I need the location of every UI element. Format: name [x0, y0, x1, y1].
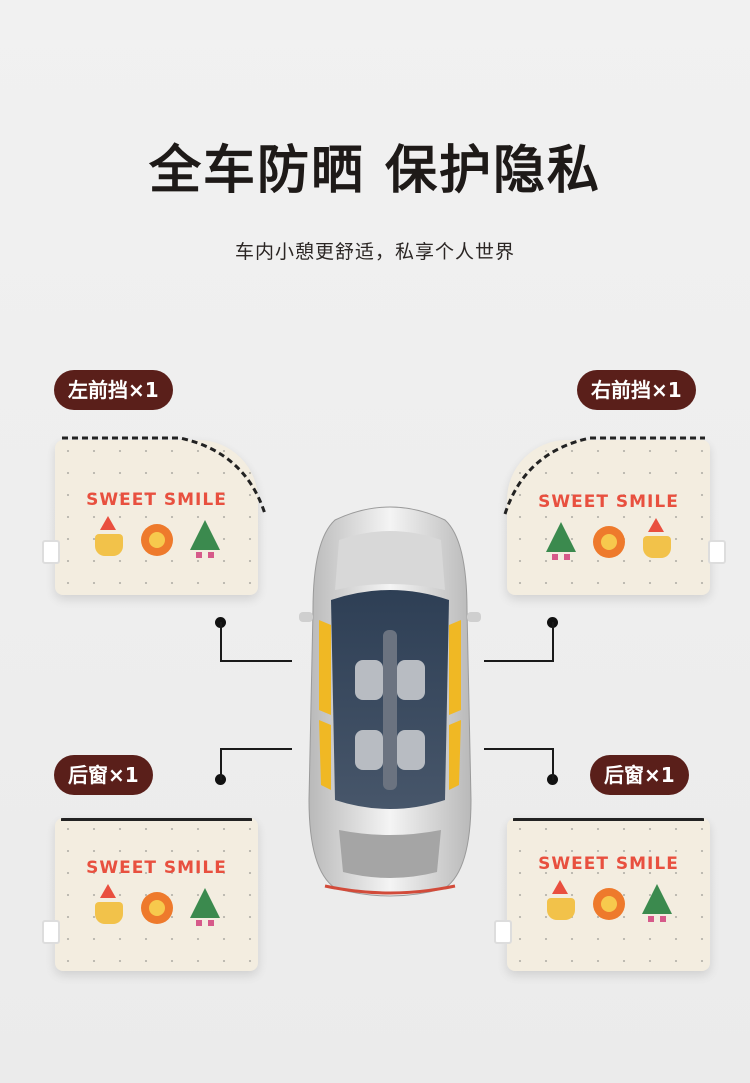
badge-front-right: 右前挡×1: [577, 370, 696, 410]
curtain-rail-front-right: [503, 436, 705, 515]
connector-line-rear-left: [220, 748, 292, 780]
cartoon-characters: [507, 518, 710, 560]
car-top-view-icon: [299, 506, 481, 897]
dot-pattern: [55, 440, 258, 595]
sweet-smile-print: SWEET SMILE: [55, 490, 258, 510]
sunshade-rear-right: SWEET SMILE: [507, 818, 710, 971]
suction-clip-icon: [494, 920, 512, 944]
sunshade-rear-left: SWEET SMILE: [55, 818, 258, 971]
lion-character-icon: [592, 526, 626, 558]
badge-rear-right: 后窗×1: [590, 755, 689, 795]
sweet-smile-print: SWEET SMILE: [507, 854, 710, 874]
lion-character-icon: [592, 888, 626, 920]
cup-character-icon: [92, 884, 126, 924]
cartoon-characters: [55, 516, 258, 558]
dot-pattern: [507, 440, 710, 595]
badge-front-left: 左前挡×1: [54, 370, 173, 410]
sweet-smile-text: SWEET SMILE: [538, 492, 679, 512]
connector-line-front-left: [220, 622, 292, 662]
cup-character-icon: [92, 516, 126, 556]
sunshade-front-left: SWEET SMILE: [55, 440, 258, 595]
sweet-smile-text: SWEET SMILE: [86, 858, 227, 878]
lion-character-icon: [140, 892, 174, 924]
lion-character-icon: [140, 524, 174, 556]
cartoon-characters: [507, 880, 710, 922]
sweet-smile-text: SWEET SMILE: [538, 854, 679, 874]
cup-character-icon: [640, 518, 674, 558]
tree-character-icon: [544, 522, 578, 560]
tree-character-icon: [188, 888, 222, 926]
cartoon-characters: [55, 884, 258, 926]
curtain-rail-front-left: [62, 436, 267, 515]
suction-clip-icon: [708, 540, 726, 564]
tree-character-icon: [188, 520, 222, 558]
curtain-rail: [513, 818, 704, 821]
cup-character-icon: [544, 880, 578, 920]
suction-clip-icon: [42, 920, 60, 944]
page-title: 全车防晒 保护隐私: [148, 141, 602, 201]
sweet-smile-print: SWEET SMILE: [55, 858, 258, 878]
sunshade-front-right: SWEET SMILE: [507, 440, 710, 595]
connector-line-front-right: [484, 622, 554, 662]
suction-clip-icon: [42, 540, 60, 564]
page-subtitle: 车内小憩更舒适，私享个人世界: [234, 241, 515, 263]
tree-character-icon: [640, 884, 674, 922]
sweet-smile-text: SWEET SMILE: [86, 490, 227, 510]
badge-rear-left: 后窗×1: [54, 755, 153, 795]
connector-line-rear-right: [484, 748, 554, 780]
sweet-smile-print: SWEET SMILE: [507, 492, 710, 512]
curtain-rail: [61, 818, 252, 821]
